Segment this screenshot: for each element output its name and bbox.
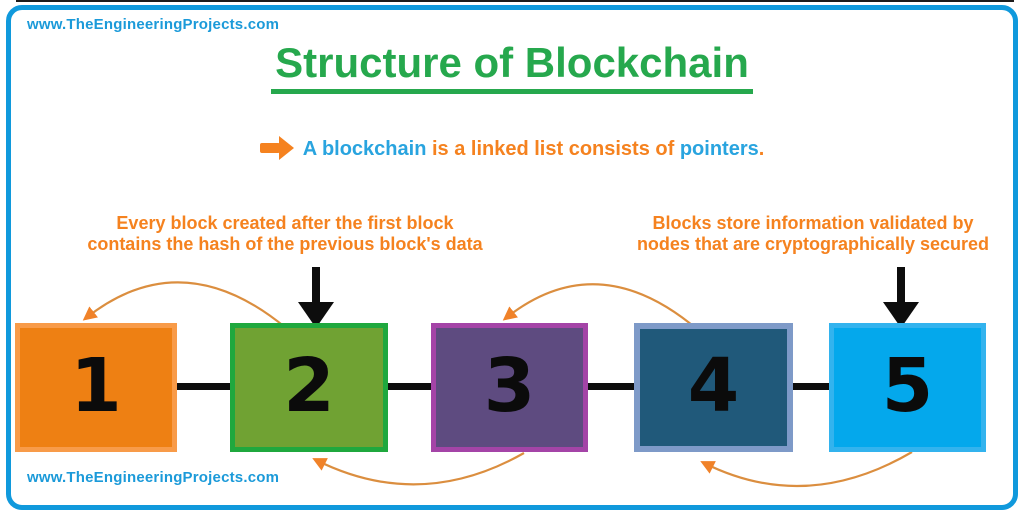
annotation-right-line2: nodes that are cryptographically secured xyxy=(636,234,990,254)
link-line-1-2 xyxy=(177,383,230,390)
link-line-3-4 xyxy=(588,383,634,390)
page-title: Structure of Blockchain xyxy=(271,39,753,95)
block-2: 2 xyxy=(230,323,388,452)
link-line-2-3 xyxy=(388,383,431,390)
right-arrow-icon xyxy=(259,136,294,160)
subtitle-text-pointers: pointers xyxy=(679,138,759,160)
watermark-bottom: www.TheEngineeringProjects.com xyxy=(27,469,280,486)
block-1: 1 xyxy=(15,323,177,452)
down-arrow-icon-left xyxy=(298,267,334,328)
watermark-top: www.TheEngineeringProjects.com xyxy=(27,16,280,33)
title-row: Structure of Blockchain xyxy=(0,39,1024,95)
block-2-number: 2 xyxy=(283,342,335,429)
block-3-number: 3 xyxy=(483,342,536,429)
curved-arrow-2-to-1 xyxy=(82,281,287,329)
block-4: 4 xyxy=(634,323,793,452)
block-1-number: 1 xyxy=(70,342,122,429)
annotation-left-line2: contains the hash of the previous block'… xyxy=(87,234,483,254)
block-4-number: 4 xyxy=(687,342,740,429)
curved-arrow-5-to-4 xyxy=(700,451,913,488)
annotation-left: Every block created after the first bloc… xyxy=(35,213,535,255)
block-3: 3 xyxy=(431,323,588,452)
annotation-right: Blocks store information validated by no… xyxy=(587,213,1024,255)
subtitle-text-period: . xyxy=(758,138,765,160)
subtitle-text-middle: is a linked list consists of xyxy=(426,138,680,160)
block-5-number: 5 xyxy=(881,342,934,429)
block-5: 5 xyxy=(829,323,986,452)
annotation-left-line1: Every block created after the first bloc… xyxy=(116,213,454,233)
annotation-right-line1: Blocks store information validated by xyxy=(652,213,974,233)
down-arrow-icon-right xyxy=(883,267,919,328)
subtitle-text-blockchain: A blockchain xyxy=(302,138,427,160)
link-line-4-5 xyxy=(792,383,829,390)
subtitle: A blockchain is a linked list consists o… xyxy=(0,135,1024,161)
image-top-edge xyxy=(16,0,1014,2)
curved-arrow-3-to-2 xyxy=(312,452,525,486)
